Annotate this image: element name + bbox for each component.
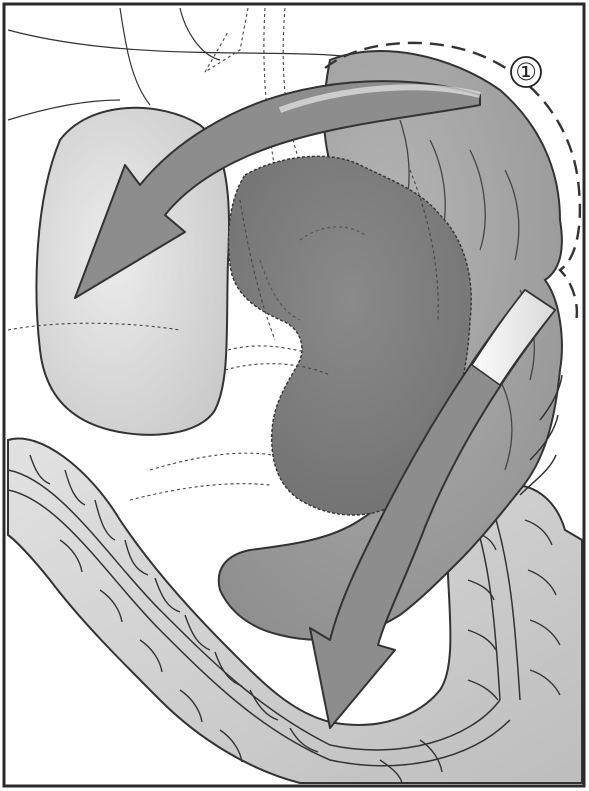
- circled-number-icon: ①: [511, 57, 541, 87]
- callout-label: ①: [515, 58, 537, 86]
